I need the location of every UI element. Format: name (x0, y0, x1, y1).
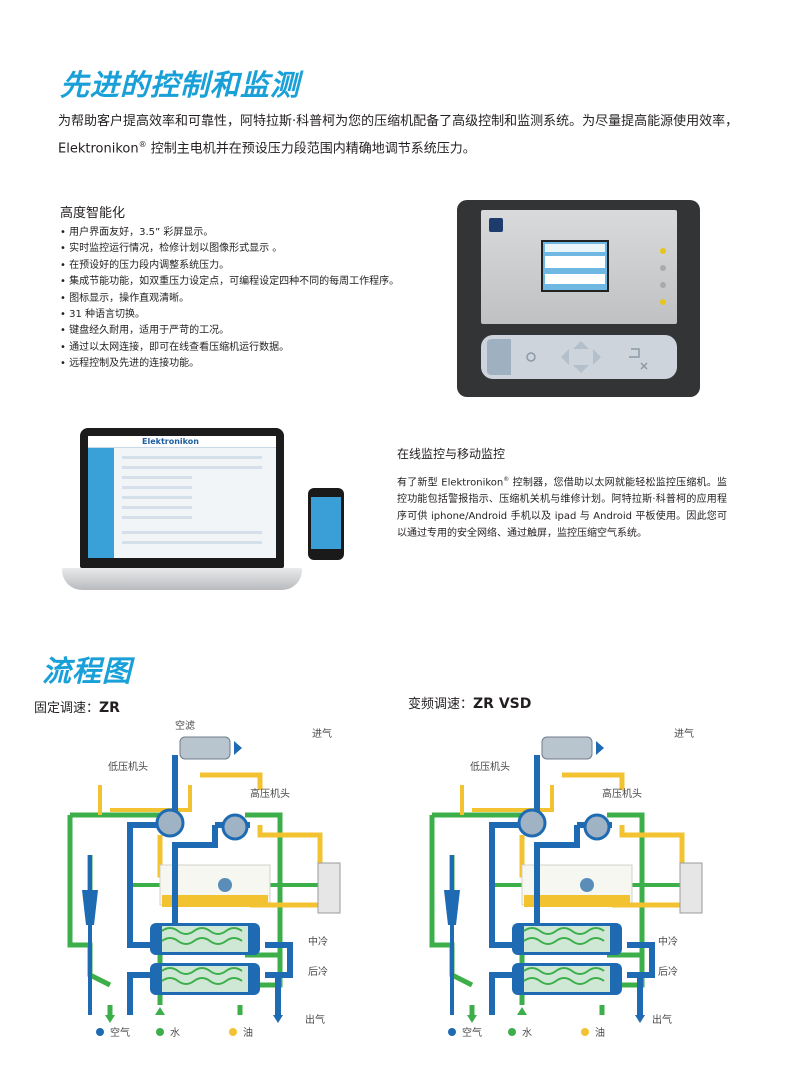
list-item: 集成节能功能，如双重压力设定点，可编程设定四种不同的每周工作程序。 (60, 274, 440, 290)
legend-water-swatch (156, 1028, 164, 1036)
laptop-image: Elektronikon (62, 428, 302, 606)
label-air-out: 出气 (652, 1013, 672, 1026)
online-monitoring-heading: 在线监控与移动监控 (397, 447, 506, 461)
label-air-filter: 空滤 (175, 719, 195, 732)
list-item: 通过以太网连接，即可在线查看压缩机运行数据。 (60, 340, 440, 356)
diagram-label-zr: 固定调速：ZR (34, 700, 120, 716)
intro-paragraph: 为帮助客户提高效率和可靠性，阿特拉斯·科普柯为您的压缩机配备了高级控制和监测系统… (58, 114, 739, 157)
status-indicator-icons (656, 248, 670, 318)
label-lp-element: 低压机头 (470, 760, 510, 773)
section-title-flowchart: 流程图 (42, 654, 133, 688)
laptop-base (62, 568, 302, 590)
list-item: 实时监控运行情况，检修计划以图像形式显示 。 (60, 241, 440, 257)
list-item: 远程控制及先进的连接功能。 (60, 356, 440, 372)
list-item: 图标显示，操作直观清晰。 (60, 291, 440, 307)
diagram-label-vsd: 变频调速：ZR VSD (408, 696, 532, 712)
list-item: 键盘经久耐用，适用于严苛的工况。 (60, 323, 440, 339)
list-item: 在预设好的压力段内调整系统压力。 (60, 258, 440, 274)
legend: 空气 水 油 (96, 1026, 253, 1039)
label-hp-element: 高压机头 (250, 787, 290, 800)
legend-water-label: 水 (170, 1027, 180, 1039)
list-item: 用户界面友好，3.5” 彩屏显示。 (60, 225, 440, 241)
legend-air-label: 空气 (462, 1026, 482, 1039)
laptop-lid: Elektronikon (80, 428, 284, 568)
list-item: 31 种语言切换。 (60, 307, 440, 323)
label-hp-element: 高压机头 (602, 787, 642, 800)
label-aftercooler: 后冷 (308, 965, 328, 978)
legend-oil-label: 油 (243, 1026, 253, 1039)
brand-logo-icon (489, 218, 503, 232)
phone-image (308, 488, 344, 560)
legend-oil-label: 油 (595, 1026, 605, 1039)
controller-faceplate (481, 210, 677, 324)
features-list: 用户界面友好，3.5” 彩屏显示。 实时监控运行情况，检修计划以图像形式显示 。… (60, 225, 440, 373)
legend-oil-swatch (581, 1028, 589, 1036)
laptop-screen-brand: Elektronikon (142, 437, 199, 446)
label-intercooler: 中冷 (658, 935, 678, 948)
legend-air-swatch (96, 1028, 104, 1036)
legend: 空气 水 油 (448, 1026, 605, 1039)
label-lp-element: 低压机头 (108, 760, 148, 773)
label-air-out: 出气 (305, 1013, 325, 1026)
flow-diagram-vsd: 进气 低压机头 高压机头 中冷 后冷 出气 空气 水 油 (429, 727, 703, 1039)
label-aftercooler: 后冷 (658, 965, 678, 978)
laptop-screen: Elektronikon (88, 436, 276, 558)
label-air-in: 进气 (674, 727, 694, 740)
legend-air-swatch (448, 1028, 456, 1036)
label-intercooler: 中冷 (308, 935, 328, 948)
legend-oil-swatch (229, 1028, 237, 1036)
phone-screen (311, 497, 341, 549)
online-monitoring-text: 有了新型 Elektronikon® 控制器，您借助以太网就能轻松监控压缩机。监… (397, 476, 727, 540)
label-air-in: 进气 (312, 727, 332, 740)
legend-water-label: 水 (522, 1027, 532, 1039)
features-heading: 高度智能化 (60, 206, 126, 221)
controller-keypad (481, 335, 677, 379)
legend-water-swatch (508, 1028, 516, 1036)
section-title-control: 先进的控制和监测 (60, 68, 301, 102)
flow-diagram-zr: 空滤 进气 低压机头 高压机头 中冷 后冷 出气 空气 水 油 (67, 719, 341, 1039)
controller-screen (541, 240, 609, 292)
controller-image (457, 200, 700, 397)
legend-air-label: 空气 (110, 1026, 130, 1039)
